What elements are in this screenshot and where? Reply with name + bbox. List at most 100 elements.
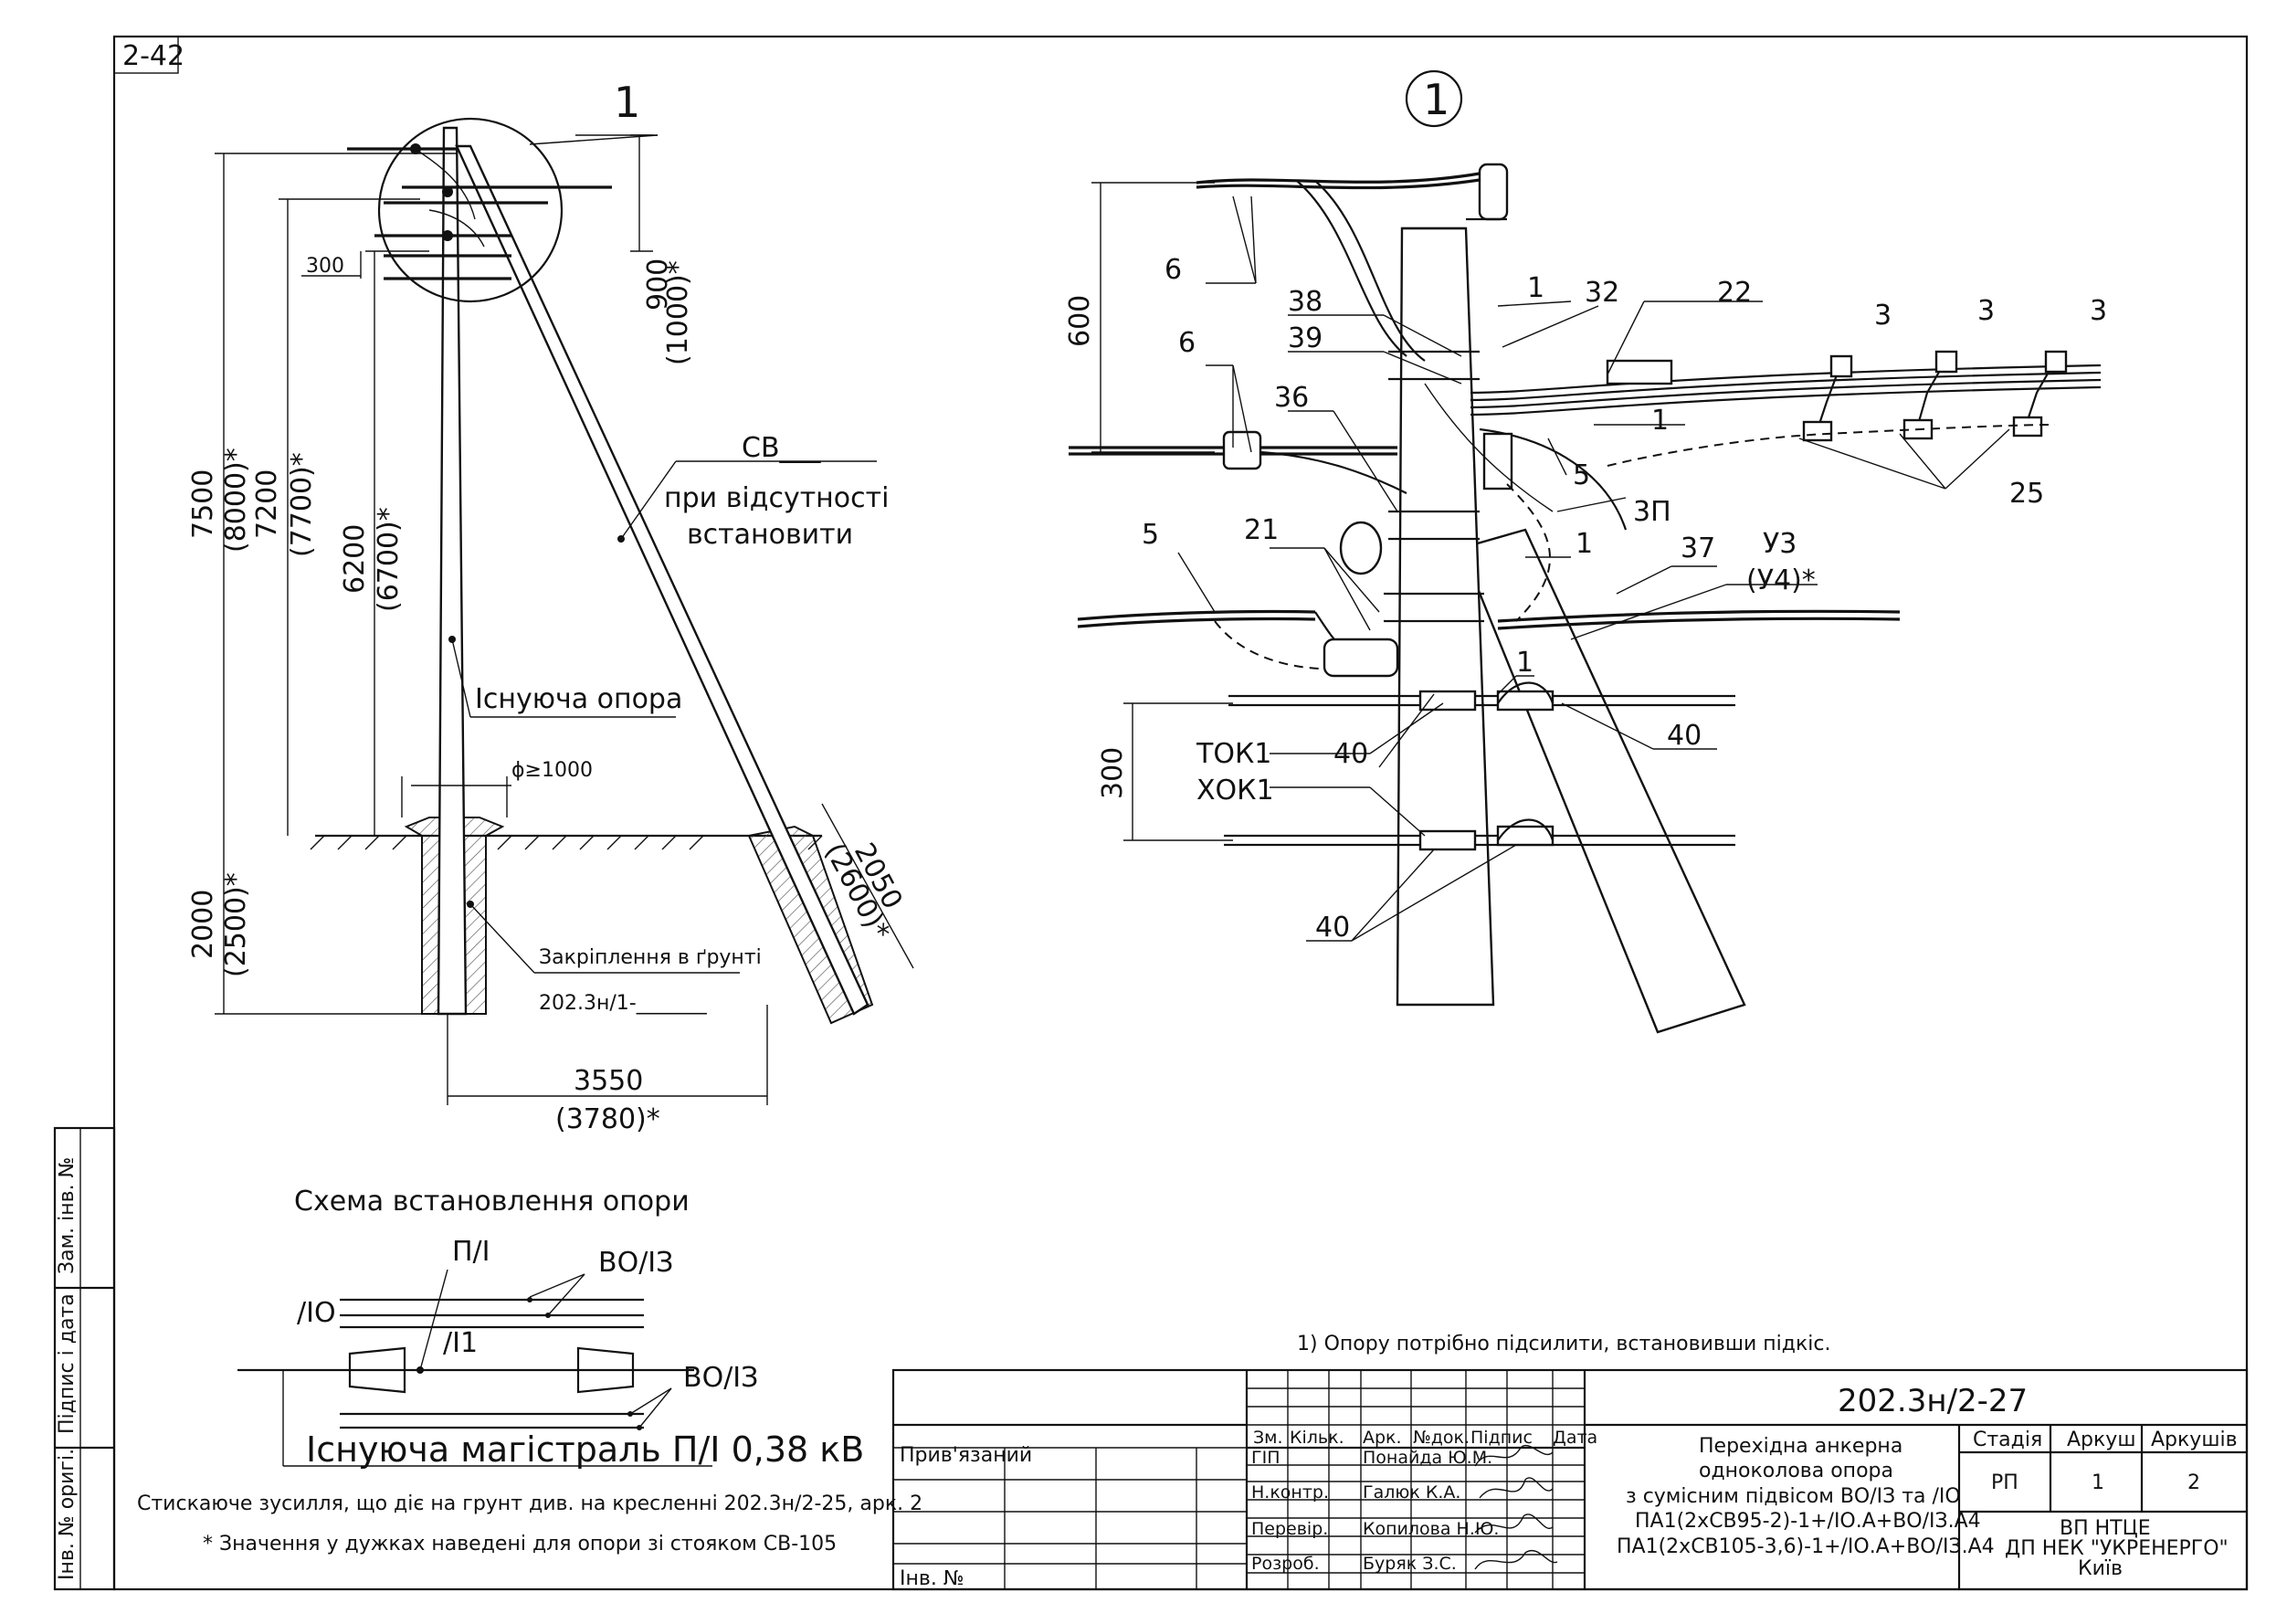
detail-ref-label: 1 [614, 78, 640, 127]
dim-300-top: 300 [306, 255, 344, 278]
role-ncontr: Н.контр. [1251, 1482, 1329, 1503]
callout-32: 32 [1585, 277, 1619, 309]
detail-dim-300: 300 [1097, 747, 1129, 799]
stage-header: Стадія [1973, 1429, 2042, 1451]
hdr-signature: Підпис [1470, 1428, 1533, 1448]
scheme-vo-top: ВО/ІЗ [598, 1247, 673, 1279]
dim-3550: 3550 [574, 1065, 643, 1097]
side-label-inv-zam: Зам. інв. № [56, 1157, 79, 1275]
role-rozrob: Розроб. [1251, 1554, 1320, 1574]
sheet-frame: 2-42 Зам. інв. № Підпис і дата Інв. № ор… [53, 35, 2249, 1591]
stage-value: РП [1991, 1471, 2018, 1494]
callout-tok1: ТОК1 [1196, 738, 1271, 770]
installation-scheme: Схема встановлення опори П/І ВО/ІЗ /ІО /… [237, 1186, 864, 1470]
callout-40c: 40 [1315, 912, 1350, 944]
hdr-date: Дата [1553, 1428, 1597, 1448]
callout-22: 22 [1717, 277, 1752, 309]
callout-36: 36 [1274, 382, 1309, 414]
pole-overview: 1 300 900 (1000)* 7500 (8000)* 7200 (770… [187, 78, 914, 1135]
callout-6a: 6 [1165, 254, 1182, 286]
callout-3c: 3 [2090, 295, 2107, 327]
scheme-title: Схема встановлення опори [294, 1186, 690, 1218]
ground-code-label: 202.3н/1-_______ [539, 992, 708, 1015]
doc-code: 202.3н/2-27 [1838, 1383, 2028, 1419]
role-gip: ГІП [1251, 1448, 1280, 1468]
name-gip: Понайда Ю.М. [1363, 1448, 1492, 1468]
side-label-signature: Підпис і дата [56, 1293, 79, 1434]
hdr-ndok: №док. [1413, 1428, 1470, 1448]
callout-5b: 5 [1142, 519, 1159, 551]
org-line-1: ВП НТЦЕ [2060, 1517, 2151, 1540]
callout-6b: 6 [1178, 327, 1196, 359]
sheet-header: Аркуш [2067, 1429, 2135, 1451]
callout-21: 21 [1244, 514, 1279, 546]
callout-u3: У3 [1763, 528, 1797, 560]
title-block: 202.3н/2-27 Прив'язаний Інв. № Зм. Кільк… [891, 1368, 2249, 1591]
note-compression: Стискаюче зусилля, що діє на грунт див. … [137, 1492, 922, 1515]
callout-38: 38 [1288, 286, 1323, 318]
callout-1c: 1 [1576, 528, 1593, 560]
callout-u4: (У4)* [1746, 564, 1816, 596]
dim-2000-alt: (2500)* [220, 872, 252, 977]
callout-37: 37 [1681, 533, 1715, 564]
detail-view: 1 [1064, 69, 2107, 1034]
callout-hok1: ХОК1 [1196, 775, 1274, 807]
dim-3550-alt: (3780)* [555, 1103, 660, 1135]
scheme-vo-bottom: ВО/ІЗ [683, 1362, 758, 1394]
scheme-l1-label: /І1 [443, 1327, 478, 1359]
callout-25: 25 [2009, 478, 2044, 510]
existing-pole-label: Існуюча опора [475, 683, 682, 715]
org-line-2: ДП НЕК "УКРЕНЕРГО" [2005, 1537, 2229, 1560]
side-label-inv-orig: Інв. № оригі. [56, 1449, 79, 1580]
sheet-value: 1 [2092, 1471, 2104, 1494]
sheets-header: Аркушів [2151, 1429, 2238, 1451]
scheme-main-line: Існуюча магістраль П/І 0,38 кВ [306, 1429, 864, 1470]
note-footnote: 1) Опору потрібно підсилити, встановивши… [1297, 1333, 1830, 1355]
dim-6200-alt: (6700)* [373, 507, 405, 612]
dim-2000: 2000 [187, 890, 219, 959]
strut-label: СВ___ [742, 432, 822, 464]
dim-7200-alt: (7700)* [286, 452, 318, 557]
callout-39: 39 [1288, 322, 1323, 354]
strut-note-2: встановити [687, 519, 853, 551]
detail-dim-600: 600 [1064, 295, 1096, 347]
desc-line-4: ПА1(2хСВ95-2)-1+/ІО.А+ВО/ІЗ.А4 [1635, 1510, 1981, 1533]
callout-3a: 3 [1874, 300, 1892, 332]
hdr-zm: Зм. [1253, 1428, 1283, 1448]
diameter-label: ϕ≥1000 [511, 759, 593, 782]
desc-line-5: ПА1(2хСВ105-3,6)-1+/ІО.А+ВО/ІЗ.А4 [1617, 1535, 1995, 1558]
callout-40b: 40 [1667, 720, 1702, 752]
hdr-kilk: Кільк. [1290, 1428, 1344, 1448]
ground-fixing-label: Закріплення в ґрунті [539, 946, 762, 969]
callout-3b: 3 [1977, 295, 1995, 327]
signature-marks [1474, 1445, 1558, 1570]
dim-900: 900 [642, 258, 674, 311]
desc-line-3: з сумісним підвісом ВО/ІЗ та /ІО [1626, 1485, 1961, 1508]
dim-7200: 7200 [251, 469, 283, 539]
role-perevir: Перевір. [1251, 1519, 1328, 1539]
name-rozrob: Буряк З.С. [1363, 1554, 1457, 1574]
dim-900-alt: (1000)* [662, 260, 694, 365]
sheets-value: 2 [2187, 1471, 2200, 1494]
detail-circle-label: 1 [1423, 75, 1449, 124]
strut-note-1: при відсутності [664, 482, 889, 514]
hdr-ark: Арк. [1363, 1428, 1402, 1448]
inv-no-label: Інв. № [900, 1567, 964, 1590]
name-ncontr: Галюк К.А. [1363, 1482, 1460, 1503]
desc-line-1: Перехідна анкерна [1699, 1435, 1902, 1458]
callout-40a: 40 [1333, 738, 1368, 770]
callout-1d: 1 [1516, 647, 1533, 679]
scheme-pl-label: П/І [452, 1236, 490, 1268]
callout-1a: 1 [1527, 272, 1544, 304]
dim-7500-alt: (8000)* [220, 448, 252, 553]
corner-code: 2-42 [122, 40, 184, 72]
callout-3p: 3П [1633, 496, 1671, 528]
dim-6200: 6200 [339, 524, 371, 594]
scheme-lo-label: /ІО [297, 1297, 336, 1329]
desc-line-2: одноколова опора [1699, 1460, 1893, 1482]
callout-1b: 1 [1651, 405, 1669, 437]
note-brackets: * Значення у дужках наведені для опори з… [203, 1533, 837, 1555]
name-perevir: Копилова Н.Ю. [1363, 1519, 1499, 1539]
dim-7500: 7500 [187, 469, 219, 539]
